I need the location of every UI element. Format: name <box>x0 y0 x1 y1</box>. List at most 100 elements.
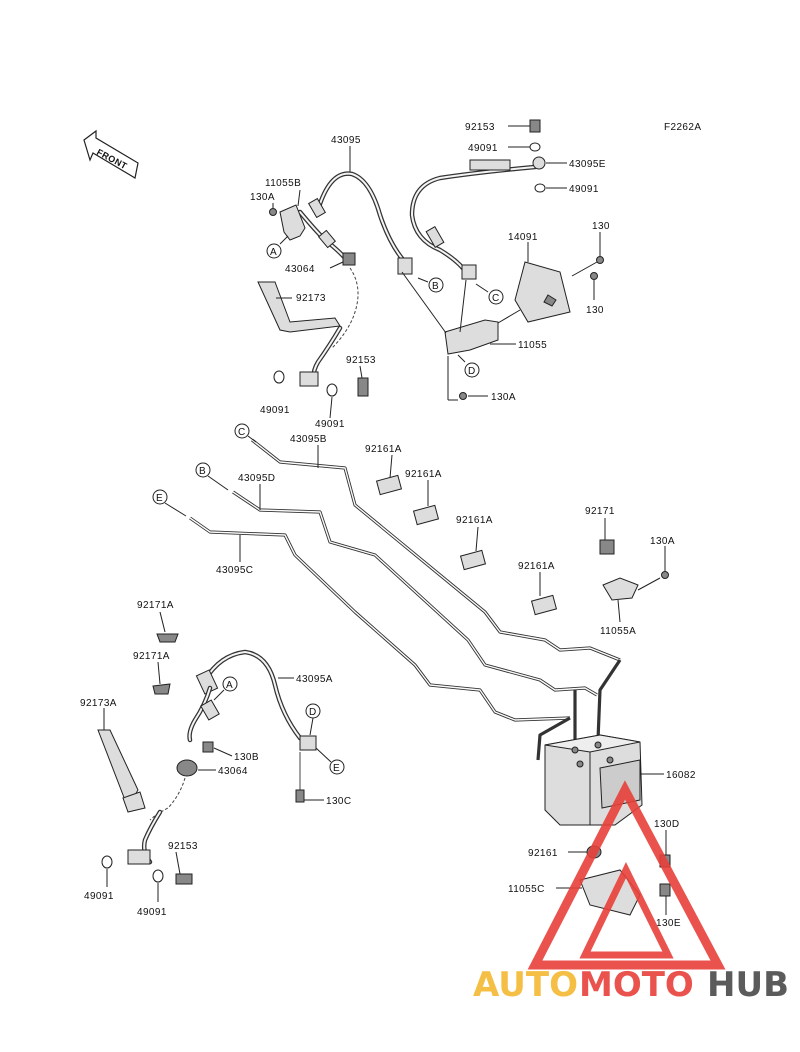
label-43095D: 43095D <box>238 473 275 484</box>
hose-fitting-b <box>397 257 413 275</box>
ref-c-mid: C <box>238 427 246 438</box>
label-130-b: 130 <box>586 305 604 316</box>
grommet-43064-top <box>342 252 356 266</box>
label-130D: 130D <box>654 819 680 830</box>
bolt-130E <box>659 883 671 897</box>
pipe-abs-end-1 <box>596 659 622 741</box>
label-92171A-2: 92171A <box>133 651 170 662</box>
bolt-92153-tr <box>529 119 541 133</box>
label-130A-mid: 130A <box>491 392 516 403</box>
label-43095B: 43095B <box>290 434 327 445</box>
bracket-11055C <box>579 869 641 916</box>
bolt-92153-top <box>357 377 369 397</box>
banjo-43095E <box>532 156 546 170</box>
ref-c-top: C <box>492 293 500 304</box>
watermark-hub: HUB <box>707 965 789 1005</box>
label-92153-tr: 92153 <box>465 122 495 133</box>
label-130-a: 130 <box>592 221 610 232</box>
bolt-92153-bot <box>175 873 193 885</box>
clip-92171 <box>599 539 615 555</box>
washer-49091-bot1 <box>101 855 113 869</box>
ref-d-top: D <box>468 366 476 377</box>
label-92153-bot: 92153 <box>168 841 198 852</box>
label-92173A: 92173A <box>80 698 117 709</box>
watermark-auto: AUTO <box>473 965 578 1005</box>
label-130A-right: 130A <box>650 536 675 547</box>
bracket-11055 <box>444 319 499 355</box>
watermark-moto: MOTO <box>579 965 694 1005</box>
washer-49091-tr1 <box>529 142 541 152</box>
label-43064-top: 43064 <box>285 264 315 275</box>
label-11055: 11055 <box>518 340 547 351</box>
ref-marker-a-bot <box>222 676 238 692</box>
label-49091-b: 49091 <box>315 419 345 430</box>
label-14091: 14091 <box>508 232 538 243</box>
ref-e-mid: E <box>156 493 163 504</box>
clamp-92161A-4: 92161A <box>518 561 558 616</box>
bolt-130A-mid <box>459 392 467 400</box>
hose-fitting <box>307 197 327 219</box>
label-92161: 92161 <box>528 848 558 859</box>
pipe-43095C <box>189 516 571 722</box>
clip-92171A-1 <box>156 633 179 643</box>
ref-b-top: B <box>432 281 439 292</box>
bracket-11055A <box>602 577 639 601</box>
bolt-130C <box>295 789 305 803</box>
hose-43095E-fitting-c <box>461 264 477 280</box>
bolt-130A-right <box>661 571 669 579</box>
label-92171: 92171 <box>585 506 615 517</box>
ref-e-bot: E <box>333 763 340 774</box>
watermark: AUTO MOTO HUB <box>473 780 789 1005</box>
label-92173: 92173 <box>296 293 326 304</box>
ref-b-mid: B <box>199 466 206 477</box>
abs-unit-16082 <box>544 734 643 826</box>
clip-92171A-2 <box>152 683 171 695</box>
label-130C: 130C <box>326 796 352 807</box>
label-11055B: 11055B <box>265 178 301 189</box>
watermark-triangle-icon <box>527 780 726 970</box>
washer-49091-bot2 <box>152 869 164 883</box>
banjo-bottom <box>127 849 151 865</box>
label-43095E: 43095E <box>569 159 606 170</box>
label-11055C: 11055C <box>508 884 545 895</box>
ref-marker-b <box>428 277 444 293</box>
washer-49091-b <box>326 383 338 397</box>
fitting-d-bot <box>299 735 317 751</box>
pipe-abs-end-3 <box>536 716 571 761</box>
ref-a-bot: A <box>226 680 233 691</box>
label-49091-bot1: 49091 <box>84 891 114 902</box>
label-49091-tr1: 49091 <box>468 143 498 154</box>
banjo-fitting <box>299 371 319 387</box>
bracket-11055B <box>279 204 306 241</box>
hose-fitting-c <box>317 229 337 249</box>
ref-marker-e-bot <box>329 759 345 775</box>
bolt-130B <box>202 741 214 753</box>
label-49091-bot2: 49091 <box>137 907 167 918</box>
hose-43095E-fitting-b <box>425 226 445 248</box>
ref-marker-c <box>488 289 504 305</box>
label-130B: 130B <box>234 752 259 763</box>
clamp-92161A-2: 92161A <box>405 469 441 526</box>
bolt-130-a <box>596 256 604 264</box>
label-43095C: 43095C <box>216 565 253 576</box>
svg-text:92161A: 92161A <box>365 444 402 455</box>
hose-43095E-fitting <box>469 159 511 171</box>
front-arrow-icon: FRONT <box>83 129 139 179</box>
label-43064-bot: 43064 <box>218 766 248 777</box>
ref-d-bot: D <box>309 707 317 718</box>
clamp-92161A-1: 92161A <box>365 444 403 496</box>
hose-43095 <box>315 171 408 265</box>
washer-49091-tr2 <box>534 183 546 193</box>
svg-text:92161A: 92161A <box>518 561 555 572</box>
label-92171A-1: 92171A <box>137 600 174 611</box>
hose-43095E <box>409 164 538 278</box>
label-130A-top: 130A <box>250 192 275 203</box>
label-16082: 16082 <box>666 770 696 781</box>
label-49091-a: 49091 <box>260 405 290 416</box>
figure-code: F2262A <box>664 122 701 133</box>
bolt-130A-top <box>269 208 277 216</box>
clamp-92161A-3: 92161A <box>456 515 492 571</box>
grommet-43064-bot <box>176 759 198 777</box>
